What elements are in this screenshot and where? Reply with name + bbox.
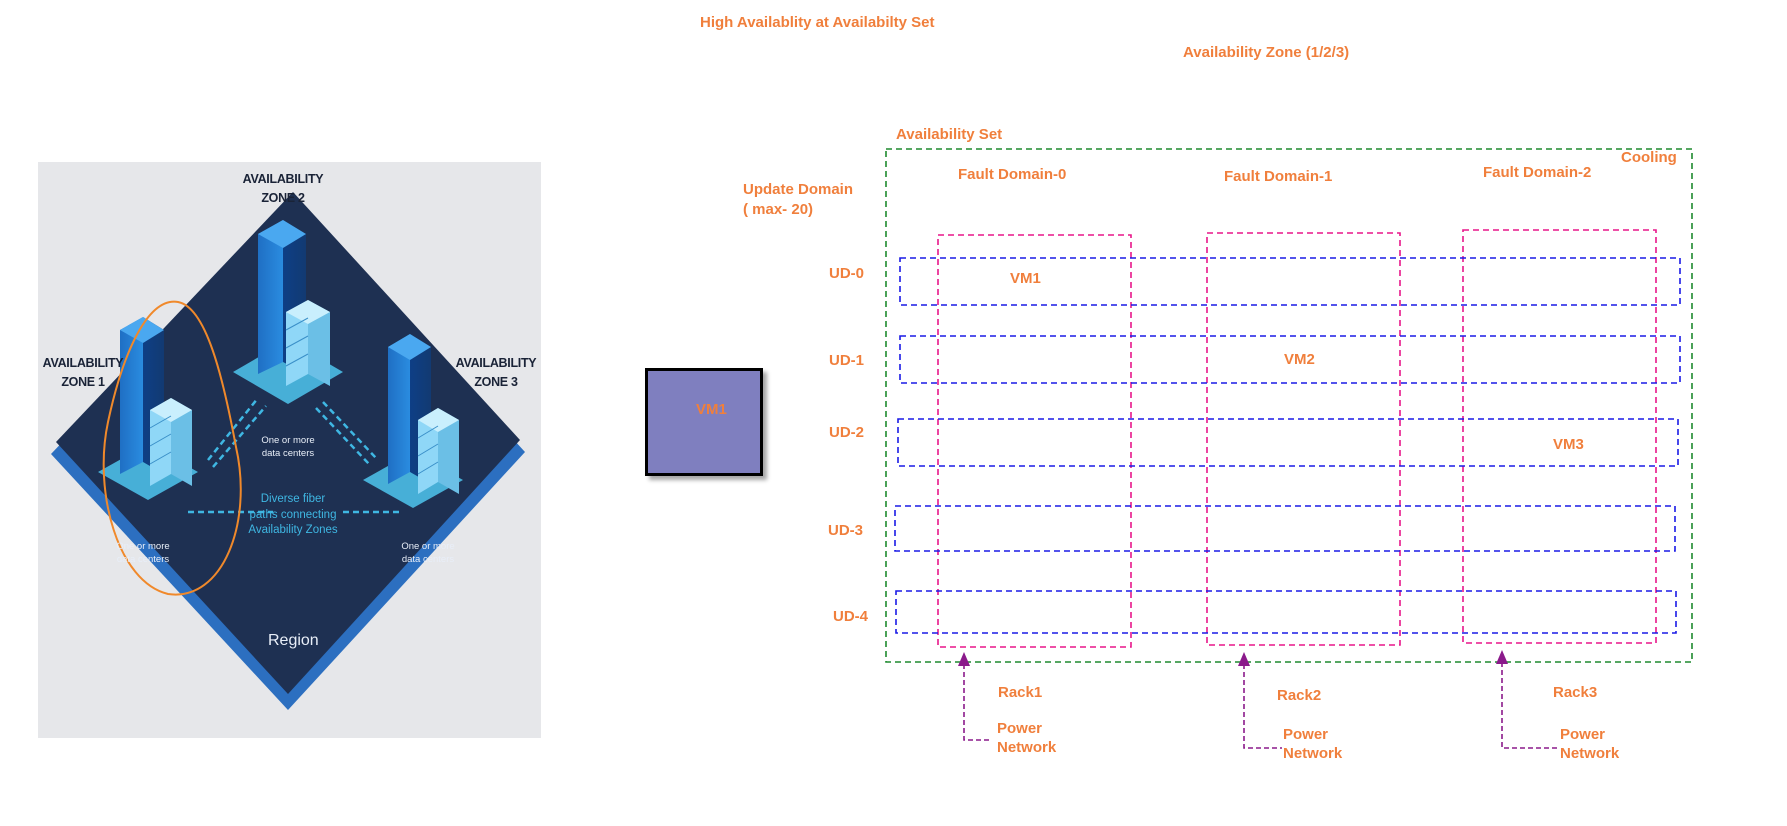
update-domain-3-label: UD-3 (828, 522, 864, 539)
update-domain-2-label: UD-2 (829, 424, 865, 441)
rack1-label: Rack1 (998, 684, 1043, 701)
server-tower-icon (388, 334, 431, 484)
rack1-power-line (963, 664, 990, 741)
cooling-label: Cooling (1621, 149, 1677, 166)
vm2-label: VM2 (1284, 351, 1315, 368)
fiber-paths (188, 397, 403, 514)
region-label: Region (268, 632, 319, 649)
up-arrow-icon (958, 652, 970, 666)
platform-top (56, 192, 520, 694)
standalone-vm-label: VM1 (696, 401, 727, 418)
storage-stack-icon (285, 300, 330, 386)
vm3-label: VM3 (1553, 436, 1584, 453)
rack2-power-line (1243, 664, 1282, 749)
availability-set-label: Availability Set (896, 126, 1003, 143)
update-domain-1-label: UD-1 (829, 352, 865, 369)
update-domain-label: Update Domain( max- 20) (743, 181, 854, 218)
update-domain-3-boundary (894, 505, 1676, 552)
zone1-highlight (102, 300, 242, 596)
fault-domain-1-label: Fault Domain-1 (1224, 168, 1333, 185)
rack2-label: Rack2 (1277, 687, 1322, 704)
page-title: High Availablity at Availabilty Set (700, 14, 935, 31)
rack3-label: Rack3 (1553, 684, 1598, 701)
vm1-label: VM1 (1010, 270, 1041, 287)
standalone-vm-box: VM1 (645, 368, 763, 476)
fault-domain-0-boundary (937, 234, 1132, 648)
up-arrow-icon (1238, 652, 1250, 666)
up-arrow-icon (1496, 650, 1508, 664)
availability-set-boundary (885, 148, 1693, 663)
availability-zone-label: Availability Zone (1/2/3) (1183, 44, 1350, 61)
storage-stack-icon (417, 408, 459, 494)
fault-domain-2-label: Fault Domain-2 (1483, 164, 1592, 181)
storage-stack-icon (149, 398, 192, 486)
region-graphic (51, 192, 525, 710)
update-domain-4-label: UD-4 (833, 608, 869, 625)
fault-domain-0-label: Fault Domain-0 (958, 166, 1067, 183)
fault-domain-1-boundary (1206, 232, 1401, 646)
update-domain-0-label: UD-0 (829, 265, 865, 282)
update-domain-4-boundary (895, 590, 1677, 634)
rack3-power-line (1501, 662, 1560, 749)
